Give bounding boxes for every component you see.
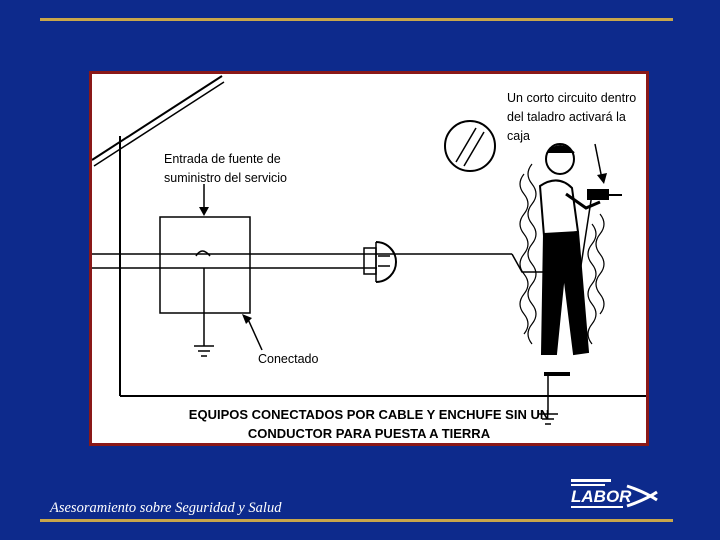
shock-aura-left	[527, 163, 537, 345]
logo-graphic: LABOR	[571, 479, 658, 508]
service-panel	[159, 216, 251, 314]
label-short-circuit: Un corto circuito dentro del taladro act…	[507, 91, 637, 143]
top-gold-rule	[40, 18, 673, 21]
grounding-diagram: Entrada de fuente de suministro del serv…	[92, 74, 646, 443]
worker-figure	[538, 143, 622, 376]
department-of-labor-logo: LABOR	[565, 476, 665, 516]
diagram-drawing	[92, 75, 646, 425]
conectado-arrow	[246, 316, 263, 351]
corto-arrow	[594, 143, 603, 180]
bottom-gold-rule	[40, 519, 673, 522]
diagram-caption: EQUIPOS CONECTADOS POR CABLE Y ENCHUFE S…	[188, 407, 550, 441]
label-connected: Conectado	[258, 352, 319, 366]
plug-body	[363, 247, 377, 275]
roof-line	[92, 75, 223, 161]
round-vent	[444, 120, 496, 172]
diagram-frame: Entrada de fuente de suministro del serv…	[89, 71, 649, 446]
label-service-entrance: Entrada de fuente de suministro del serv…	[164, 152, 287, 185]
svg-text:LABOR: LABOR	[571, 487, 632, 506]
shock-aura-right	[587, 223, 597, 345]
footer-title: Asesoramiento sobre Seguridad y Salud	[50, 500, 282, 516]
outlet	[375, 241, 397, 283]
